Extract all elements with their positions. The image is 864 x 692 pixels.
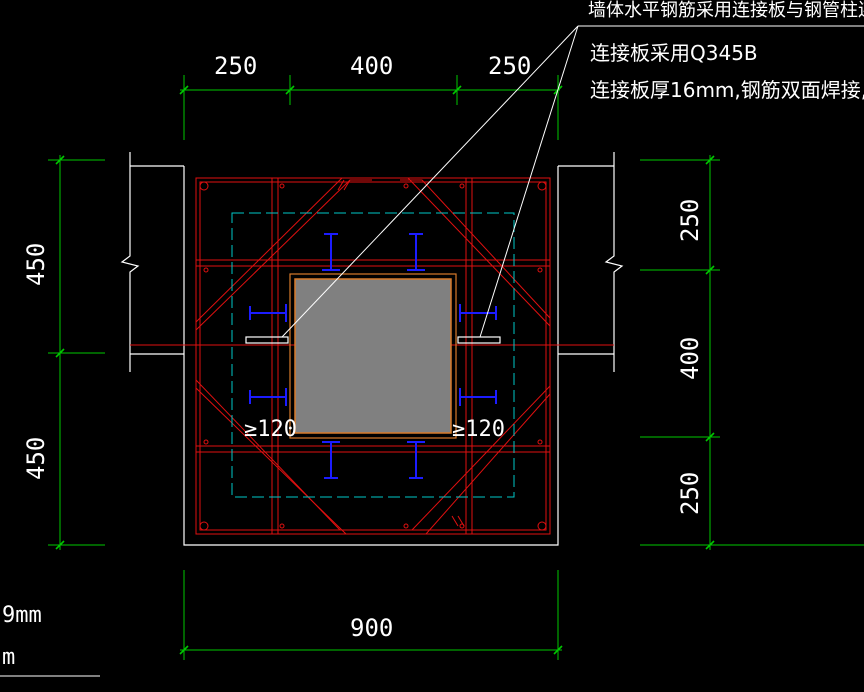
dim-top-middle: 400: [350, 52, 393, 80]
steel-tube-core: [294, 278, 452, 434]
weld-label-right: ≥120: [452, 417, 505, 442]
dim-top-right: 250: [488, 52, 531, 80]
fragment-line-1: 9mm: [2, 603, 42, 628]
stud-right-lower: [459, 388, 497, 406]
note-top-cut: 墙体水平钢筋采用连接板与钢管柱连: [588, 0, 864, 21]
stud-bottom-right: [407, 441, 425, 479]
dim-bottom: 900: [350, 614, 393, 642]
dim-right-bottom: 250: [676, 472, 704, 515]
dim-right-top: 250: [676, 199, 704, 242]
shear-studs: [249, 233, 497, 479]
stud-top-right: [407, 233, 425, 271]
stud-bottom-left: [322, 441, 340, 479]
connection-plate-right: [457, 336, 501, 344]
dim-top-left: 250: [214, 52, 257, 80]
connection-plate-left: [245, 336, 289, 344]
stud-left-upper: [249, 304, 287, 322]
dim-left-upper: 450: [22, 243, 50, 286]
note-line-1: 连接板采用Q345B: [590, 41, 758, 65]
dim-left-lower: 450: [22, 437, 50, 480]
stirrup-outline: [231, 212, 515, 498]
dim-right-middle: 400: [676, 337, 704, 380]
weld-labels: ≥120 ≥120: [244, 417, 505, 442]
dimension-ticks: [55, 85, 715, 655]
hook-marks: [337, 179, 465, 527]
left-fragment: 9mm m: [2, 603, 42, 670]
fragment-line-2: m: [2, 645, 15, 670]
notes: 墙体水平钢筋采用连接板与钢管柱连 连接板采用Q345B 连接板厚16mm,钢筋双…: [588, 0, 864, 102]
note-line-2: 连接板厚16mm,钢筋双面焊接,焊接: [590, 78, 864, 102]
steel-tube-outer: [289, 273, 457, 439]
stud-left-lower: [249, 388, 287, 406]
stud-top-left: [322, 233, 340, 271]
weld-label-left: ≥120: [244, 417, 297, 442]
dimension-texts: 250 400 250 900 450 450 250 400 250: [22, 52, 704, 642]
stud-right-upper: [459, 304, 497, 322]
wall-outline: [120, 152, 624, 546]
corner-bars: [199, 181, 547, 531]
leader-lines: [281, 25, 864, 338]
